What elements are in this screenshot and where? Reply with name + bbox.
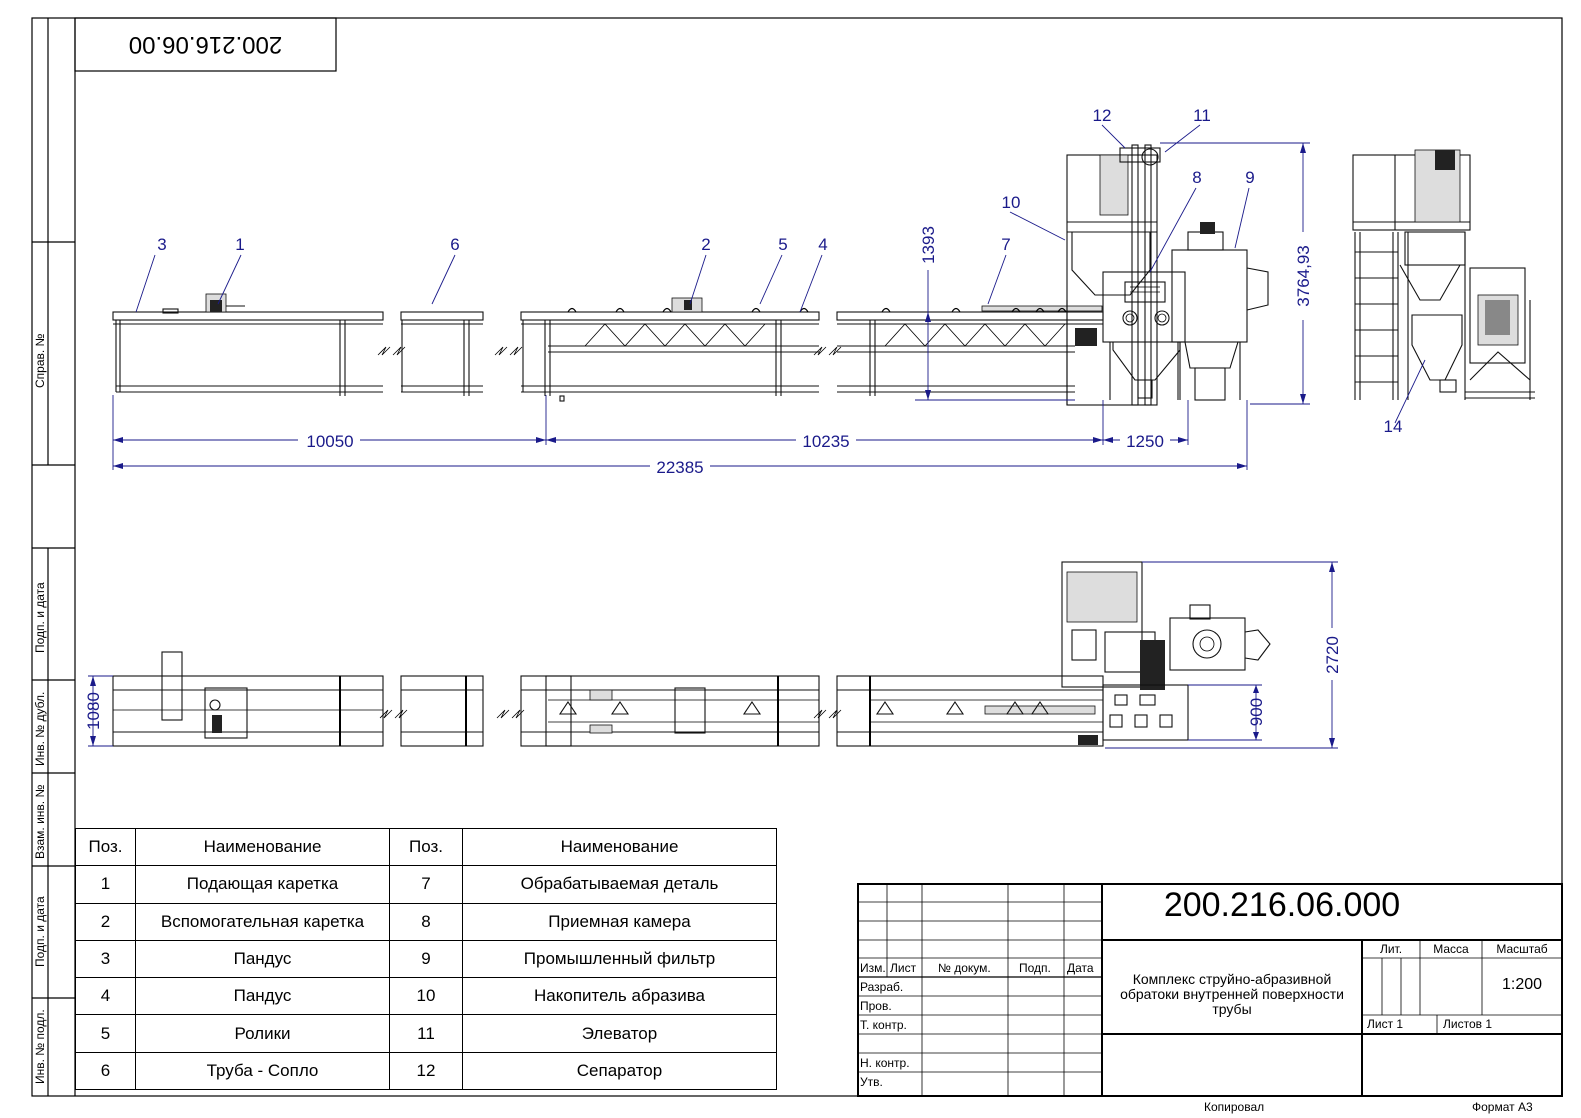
table-row: 3 Пандус 9 Промышленный фильтр: [75, 939, 777, 979]
cell-pos: 11: [389, 1014, 463, 1053]
pos-label-14: 14: [1384, 417, 1403, 436]
cell-name: Вспомогательная каретка: [135, 902, 390, 941]
cell-name: Пандус: [135, 977, 390, 1016]
row-razrab: Разраб.: [860, 980, 904, 994]
header-pos-2: Поз.: [389, 827, 463, 867]
col-dokum: № докум.: [938, 961, 991, 975]
title-block-frame: [857, 883, 1563, 1097]
cell-name: Обрабатываемая деталь: [462, 865, 777, 904]
pos-label-4: 4: [818, 235, 827, 254]
cell-pos: 12: [389, 1051, 463, 1091]
drawing-title: Комплекс струйно-абразивной обратоки вну…: [1120, 971, 1344, 1017]
position-leaders: [135, 124, 1426, 424]
pos-label-3: 3: [157, 235, 166, 254]
pos-label-6: 6: [450, 235, 459, 254]
side-label-inv-dubl: Инв. № дубл.: [33, 691, 47, 766]
dim-3764: 3764,93: [1294, 245, 1313, 306]
parts-table: Поз. Наименование Поз. Наименование 1 По…: [75, 827, 777, 1091]
header-pos-1: Поз.: [75, 827, 136, 867]
doc-number: 200.216.06.000: [1163, 886, 1401, 924]
cell-pos: 2: [75, 902, 136, 941]
col-data: Дата: [1067, 961, 1094, 975]
header-name-2: Наименование: [462, 827, 777, 867]
cell-name: Подающая каретка: [135, 865, 390, 904]
dim-10050: 10050: [306, 432, 353, 451]
cell-name: Сепаратор: [462, 1051, 777, 1091]
cell-pos: 7: [389, 865, 463, 904]
parts-table-header: Поз. Наименование Поз. Наименование: [75, 827, 777, 867]
dim-900: 900: [1247, 698, 1266, 726]
col-masshtab: Масштаб: [1496, 942, 1548, 956]
dim-2720: 2720: [1323, 636, 1342, 674]
row-prov: Пров.: [860, 999, 892, 1013]
col-izm: Изм.: [860, 961, 886, 975]
side-label-sprav: Справ. №: [33, 333, 47, 388]
pos-label-8: 8: [1192, 168, 1201, 187]
dim-1393: 1393: [919, 226, 938, 264]
cell-pos: 8: [389, 902, 463, 941]
plan-view: [112, 561, 1271, 747]
cell-pos: 4: [75, 977, 136, 1016]
drawing-number-top: 200.216.06.00: [128, 31, 283, 59]
row-t-kontr: Т. контр.: [860, 1018, 907, 1032]
cell-pos: 3: [75, 939, 136, 979]
col-lit: Лит.: [1379, 942, 1403, 956]
cell-name: Пандус: [135, 939, 390, 979]
cell-name: Накопитель абразива: [462, 977, 777, 1016]
scale-value: 1:200: [1501, 976, 1543, 993]
row-utv: Утв.: [860, 1075, 883, 1089]
kopiroval-label: Копировал: [1204, 1100, 1265, 1114]
pos-label-1: 1: [235, 235, 244, 254]
side-label-podp-data-2: Подп. и дата: [33, 896, 47, 967]
cell-pos: 6: [75, 1051, 136, 1091]
header-name-1: Наименование: [135, 827, 390, 867]
pos-label-9: 9: [1245, 168, 1254, 187]
side-elevation-view: [112, 144, 1269, 406]
sheets-total: Листов 1: [1443, 1017, 1492, 1031]
end-view: [1352, 149, 1535, 400]
cell-pos: 5: [75, 1014, 136, 1053]
dim-10235: 10235: [802, 432, 849, 451]
pos-label-7: 7: [1001, 235, 1010, 254]
dim-1080: 1080: [84, 692, 103, 730]
pos-label-11: 11: [1193, 106, 1211, 125]
col-list: Лист: [890, 961, 917, 975]
cell-pos: 10: [389, 977, 463, 1016]
cell-name: Приемная камера: [462, 902, 777, 941]
dim-1250: 1250: [1126, 432, 1164, 451]
cell-pos: 9: [389, 939, 463, 979]
cell-name: Ролики: [135, 1014, 390, 1053]
format-label: Формат А3: [1472, 1100, 1533, 1114]
outer-frame: [31, 17, 1563, 1097]
table-row: 5 Ролики 11 Элеватор: [75, 1014, 777, 1053]
side-label-podp-data-1: Подп. и дата: [33, 582, 47, 653]
pos-label-5: 5: [778, 235, 787, 254]
cell-name: Труба - Сопло: [135, 1051, 390, 1091]
table-row: 4 Пандус 10 Накопитель абразива: [75, 977, 777, 1016]
col-massa: Масса: [1433, 942, 1469, 956]
pos-label-10: 10: [1002, 193, 1021, 212]
cell-name: Элеватор: [462, 1014, 777, 1053]
table-row: 1 Подающая каретка 7 Обрабатываемая дета…: [75, 865, 777, 904]
cell-name: Промышленный фильтр: [462, 939, 777, 979]
row-n-kontr: Н. контр.: [860, 1056, 910, 1070]
pos-label-2: 2: [701, 235, 710, 254]
dimension-lines: [88, 142, 1338, 749]
dim-22385: 22385: [656, 458, 703, 477]
pos-label-12: 12: [1093, 106, 1112, 125]
table-row: 6 Труба - Сопло 12 Сепаратор: [75, 1051, 777, 1091]
col-podp: Подп.: [1019, 961, 1051, 975]
table-row: 2 Вспомогательная каретка 8 Приемная кам…: [75, 902, 777, 941]
sheet-number: Лист 1: [1367, 1017, 1404, 1031]
side-label-inv-podl: Инв. № подл.: [33, 1009, 47, 1084]
cell-pos: 1: [75, 865, 136, 904]
side-label-vzam-inv: Взам. инв. №: [33, 784, 47, 859]
